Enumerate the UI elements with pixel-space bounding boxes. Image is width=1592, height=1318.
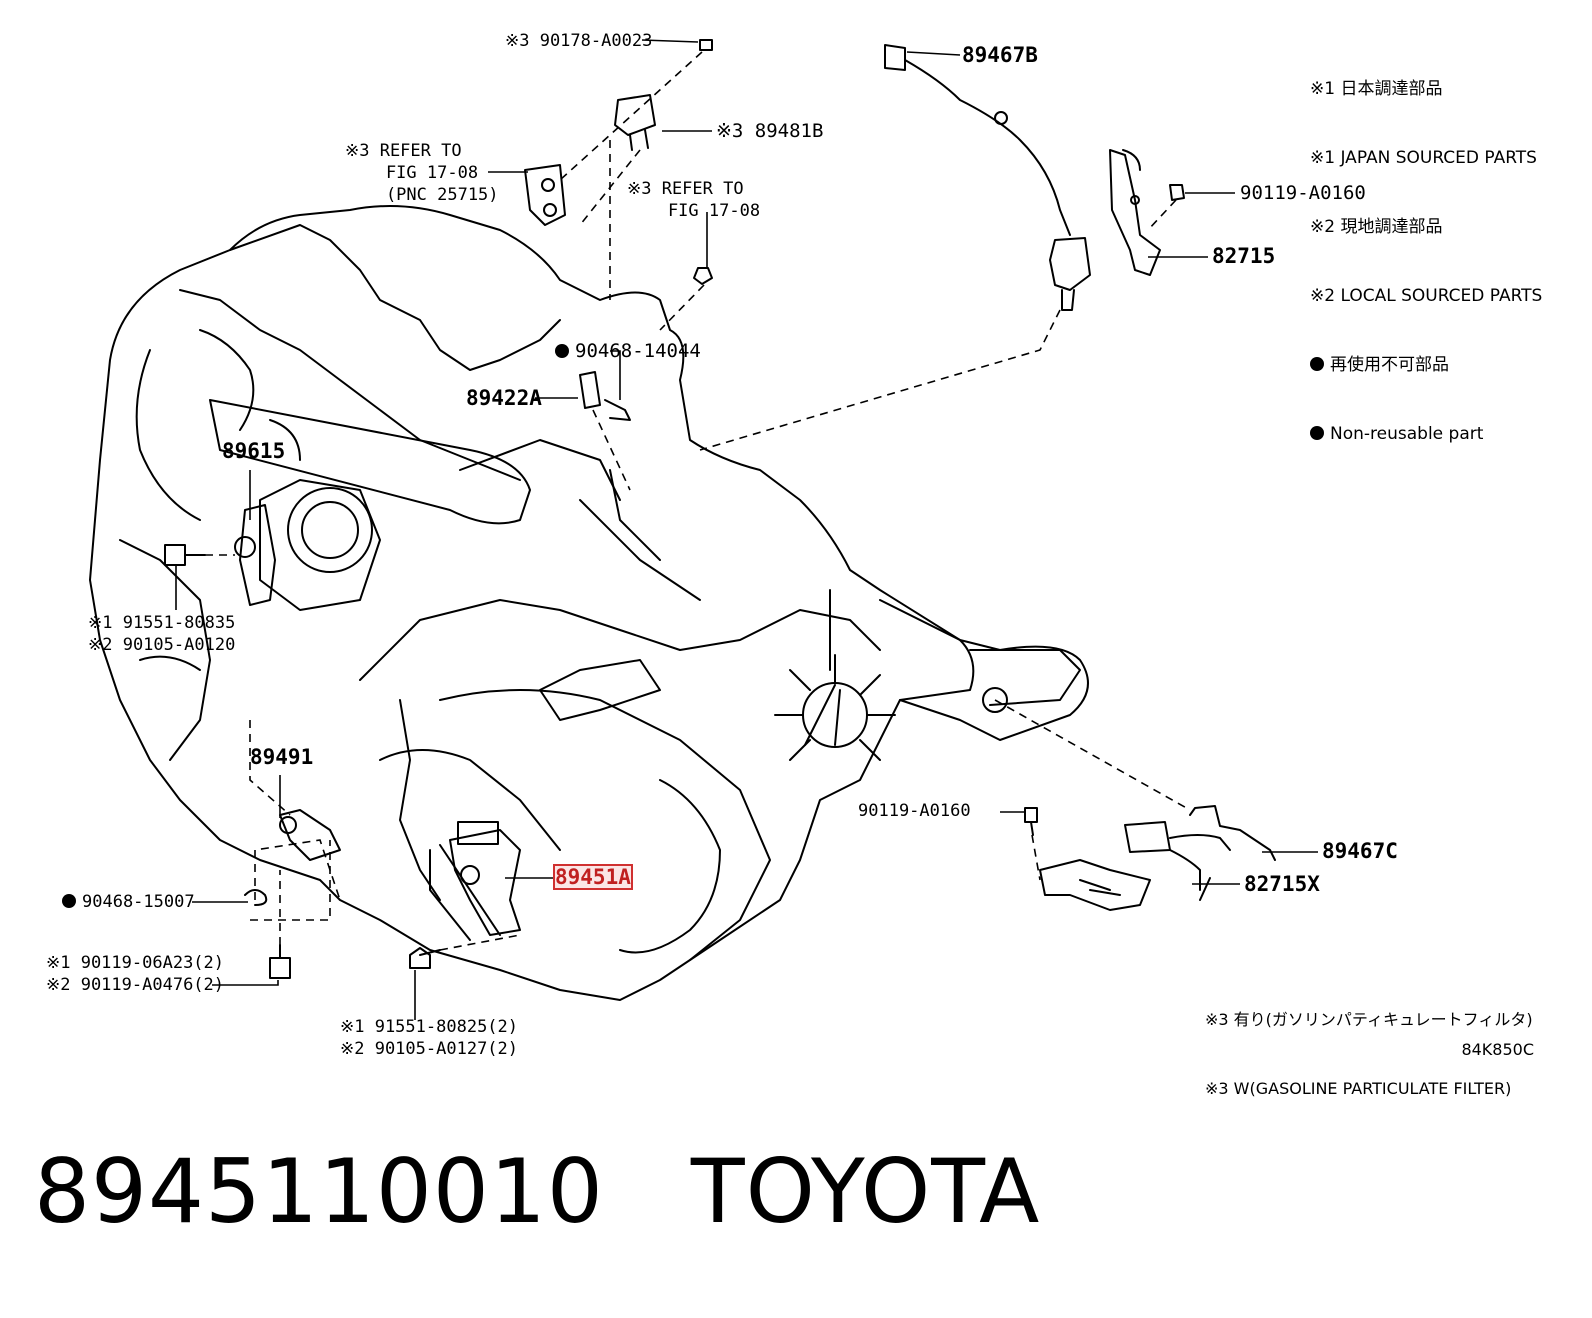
callout-90468-14044[interactable]: 90468-14044 bbox=[555, 340, 701, 362]
non-reusable-dot-icon bbox=[1310, 426, 1324, 440]
note-line: ※3 W(GASOLINE PARTICULATE FILTER) bbox=[1205, 1079, 1512, 1098]
non-reusable-dot-icon bbox=[555, 344, 569, 358]
legend-item: 再使用不可部品 bbox=[1310, 354, 1542, 377]
callout-90178[interactable]: ※3 90178-A0023 bbox=[505, 31, 653, 51]
callout-ref-fig-17-08-pnc[interactable]: ※3 REFER TO FIG 17-08 (PNC 25715) bbox=[345, 141, 499, 205]
non-reusable-dot-icon bbox=[1310, 357, 1324, 371]
callout-90119-a0160-lower[interactable]: 90119-A0160 bbox=[858, 801, 971, 821]
transaxle-case bbox=[359, 599, 881, 681]
callout-89467c[interactable]: 89467C bbox=[1322, 839, 1398, 863]
pressure-sensor bbox=[614, 94, 656, 136]
callout-82715x[interactable]: 82715X bbox=[1244, 872, 1320, 896]
oxygen-sensor-front bbox=[884, 44, 906, 71]
legend: ※1 日本調達部品 ※1 JAPAN SOURCED PARTS ※2 現地調達… bbox=[1310, 32, 1542, 469]
callout-91551-80835[interactable]: ※1 91551-80835 ※2 90105-A0120 bbox=[88, 613, 236, 655]
note-line: ※3 有り(ガソリンパティキュレートフィルタ) bbox=[1205, 1010, 1533, 1029]
callout-82715[interactable]: 82715 bbox=[1212, 244, 1276, 268]
callout-89467b[interactable]: 89467B bbox=[962, 43, 1038, 67]
engine-outline bbox=[89, 205, 1089, 1001]
callout-89491[interactable]: 89491 bbox=[250, 745, 314, 769]
neutral-switch bbox=[449, 829, 521, 936]
callout-89451a-highlighted[interactable]: 89451A bbox=[553, 864, 633, 890]
callout-89615[interactable]: 89615 bbox=[222, 439, 286, 463]
part-number: 8945110010 bbox=[34, 1140, 604, 1243]
drive-shaft bbox=[879, 599, 975, 701]
non-reusable-dot-icon bbox=[62, 894, 76, 908]
callout-89422a[interactable]: 89422A bbox=[466, 386, 542, 410]
legend-item: ※1 JAPAN SOURCED PARTS bbox=[1310, 148, 1537, 168]
callout-90119-a0160-upper[interactable]: 90119-A0160 bbox=[1240, 182, 1366, 204]
note-gpf: ※3 有り(ガソリンパティキュレートフィルタ) ※3 W(GASOLINE PA… bbox=[1205, 962, 1533, 1123]
callout-91551-80825[interactable]: ※1 91551-80825(2) ※2 90105-A0127(2) bbox=[340, 1017, 519, 1059]
legend-item: Non-reusable part bbox=[1310, 423, 1542, 446]
oxygen-sensor-rear bbox=[1124, 821, 1171, 853]
footer-title: 8945110010 TOYOTA bbox=[34, 1140, 1040, 1243]
legend-item: ※2 現地調達部品 bbox=[1310, 217, 1443, 237]
callout-90119-06a23[interactable]: ※1 90119-06A23(2) ※2 90119-A0476(2) bbox=[46, 953, 225, 995]
brand: TOYOTA bbox=[690, 1140, 1041, 1243]
callout-ref-fig-17-08[interactable]: ※3 REFER TO FIG 17-08 bbox=[627, 179, 761, 221]
legend-item: ※2 LOCAL SOURCED PARTS bbox=[1310, 286, 1543, 306]
head-cover bbox=[229, 224, 561, 371]
diagram-code: 84K850C bbox=[1461, 1040, 1534, 1059]
callout-89481b[interactable]: ※3 89481B bbox=[716, 120, 824, 142]
legend-item: ※1 日本調達部品 bbox=[1310, 79, 1443, 99]
callout-90468-15007[interactable]: 90468-15007 bbox=[62, 891, 195, 913]
